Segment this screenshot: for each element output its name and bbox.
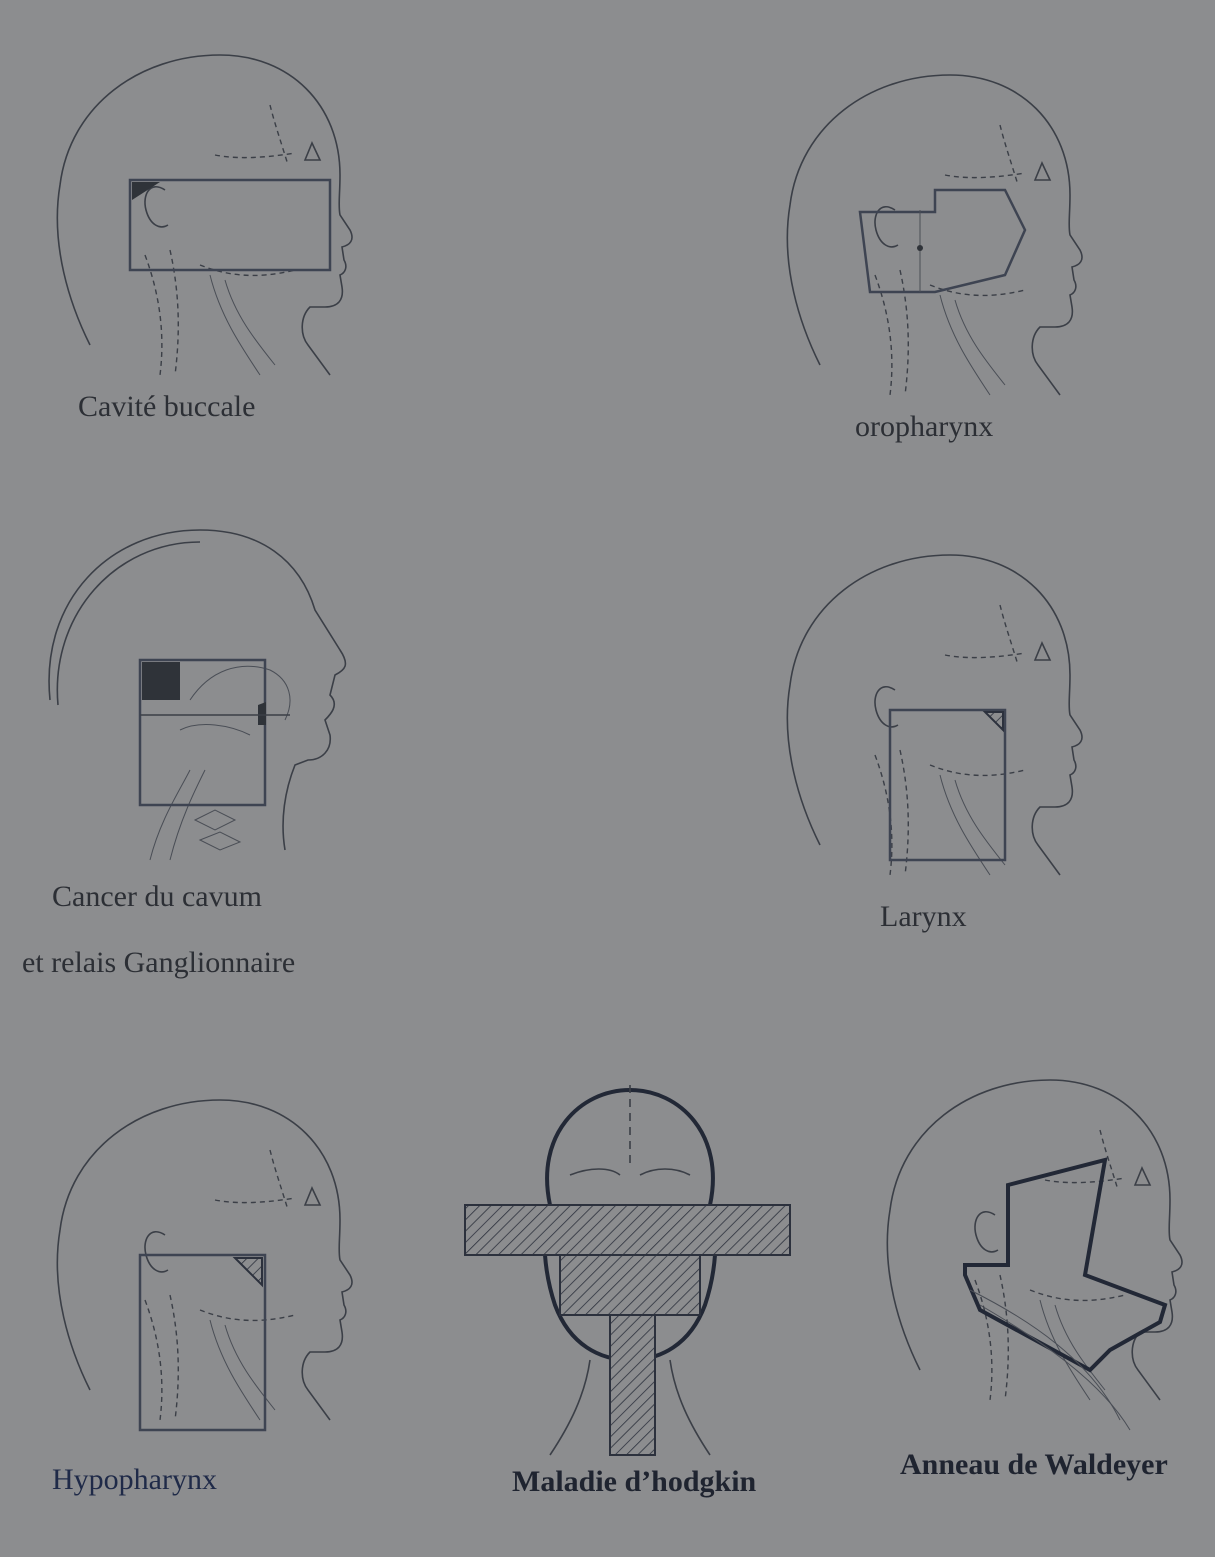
mantle-field (465, 1205, 790, 1255)
caption-larynx: Larynx (880, 900, 967, 934)
head-diagram-cavite-buccale (40, 40, 370, 380)
radiation-field (890, 710, 1005, 860)
radiation-field (130, 180, 330, 270)
head-diagram-oropharynx (770, 60, 1100, 400)
figure-hodgkin (440, 1075, 820, 1465)
radiation-field (860, 190, 1025, 292)
spine-field (610, 1315, 655, 1455)
caption-hodgkin: Maladie d’hodgkin (512, 1465, 756, 1499)
radiation-field (140, 1255, 265, 1430)
caption-hypopharynx: Hypopharynx (52, 1463, 217, 1497)
caption-cavite-buccale: Cavité buccale (78, 390, 255, 424)
head-diagram-hodgkin (440, 1075, 820, 1465)
figure-hypopharynx (40, 1080, 370, 1450)
head-diagram-hypopharynx (40, 1080, 370, 1450)
caption-oropharynx: oropharynx (855, 410, 993, 444)
figure-oropharynx (770, 60, 1100, 400)
figure-cavite-buccale (40, 40, 370, 380)
caption-cavum: Cancer du cavum (52, 880, 262, 914)
head-diagram-larynx (770, 540, 1100, 900)
head-diagram-waldeyer (870, 1060, 1200, 1440)
face-field (560, 1255, 700, 1315)
figure-larynx (770, 540, 1100, 900)
caption-cavum-line2: et relais Ganglionnaire (22, 946, 295, 980)
figure-cavum (40, 520, 370, 880)
caption-waldeyer: Anneau de Waldeyer (900, 1448, 1168, 1482)
figure-waldeyer (870, 1060, 1200, 1440)
head-diagram-cavum (40, 520, 370, 880)
